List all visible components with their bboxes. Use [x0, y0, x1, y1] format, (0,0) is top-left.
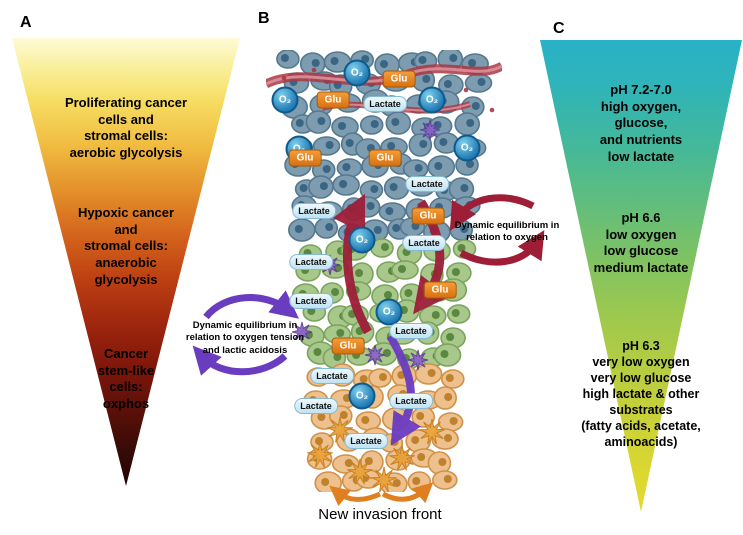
lactate-molecule-badge: Lactate: [292, 203, 336, 219]
glu-molecule-badge: Glu: [411, 207, 445, 225]
o2-molecule-badge: O₂: [348, 382, 376, 410]
o2-molecule-badge: O₂: [348, 226, 376, 254]
glu-molecule-badge: Glu: [368, 149, 402, 167]
glu-molecule-badge: Glu: [382, 70, 416, 88]
panel-a-zone-aerobic: Proliferating cancer cells and stromal c…: [64, 95, 188, 160]
lactate-molecule-badge: Lactate: [344, 433, 388, 449]
left-equilibrium-annotation: Dynamic equilibrium in relation to oxyge…: [185, 320, 305, 356]
lactate-molecule-badge: Lactate: [294, 398, 338, 414]
lactate-molecule-badge: Lactate: [405, 176, 449, 192]
right-equilibrium-annotation: Dynamic equilibrium in relation to oxyge…: [454, 220, 560, 244]
lactate-molecule-badge: Lactate: [289, 254, 333, 270]
o2-molecule-badge: O₂: [343, 59, 371, 87]
glu-molecule-badge: Glu: [331, 337, 365, 355]
panel-c-gradient-funnel: pH 7.2-7.0 high oxygen, glucose, and nut…: [540, 40, 742, 512]
glu-molecule-badge: Glu: [423, 281, 457, 299]
lactate-molecule-badge: Lactate: [389, 323, 433, 339]
panel-a-label: A: [20, 14, 32, 31]
lactate-molecule-badge: Lactate: [289, 293, 333, 309]
lactate-molecule-badge: Lactate: [363, 96, 407, 112]
panel-a-zone-anaerobic: Hypoxic cancer and stromal cells: anaero…: [77, 205, 175, 287]
panel-c-label: C: [553, 20, 565, 37]
panel-c-zone-ph63: pH 6.3 very low oxygen very low glucose …: [581, 339, 701, 449]
glu-molecule-badge: Glu: [288, 149, 322, 167]
glu-molecule-badge: Glu: [316, 91, 350, 109]
panel-c-zone-ph66: pH 6.6 low oxygen low glucose medium lac…: [593, 210, 689, 275]
lactate-molecule-badge: Lactate: [389, 393, 433, 409]
invasion-front-caption: New invasion front: [318, 506, 442, 523]
o2-molecule-badge: O₂: [418, 86, 446, 114]
lactate-molecule-badge: Lactate: [310, 368, 354, 384]
o2-molecule-badge: O₂: [375, 298, 403, 326]
lactate-molecule-badge: Lactate: [402, 235, 446, 251]
panel-b-label: B: [258, 10, 270, 27]
panel-c-zone-ph7: pH 7.2-7.0 high oxygen, glucose, and nut…: [599, 82, 683, 164]
panel-a-zone-oxphos: Cancer stem-like cells: oxphos: [97, 346, 155, 411]
panel-a-gradient-funnel: Proliferating cancer cells and stromal c…: [12, 38, 240, 486]
o2-molecule-badge: O₂: [453, 134, 481, 162]
o2-molecule-badge: O₂: [271, 86, 299, 114]
